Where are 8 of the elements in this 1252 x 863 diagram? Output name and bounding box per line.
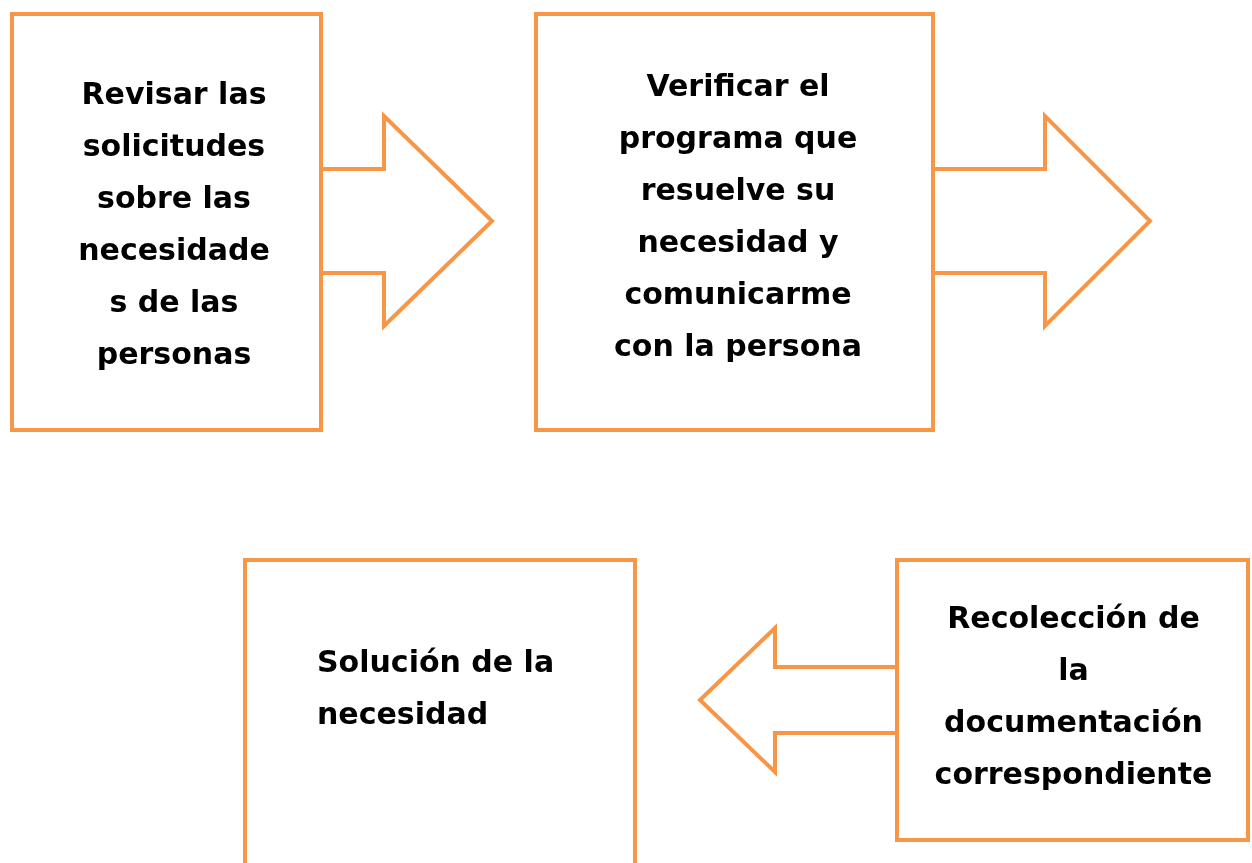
step-text: Solución de la necesidad bbox=[317, 643, 556, 733]
process-box bbox=[534, 12, 935, 432]
process-box bbox=[243, 558, 637, 863]
step-text: Recolección de la documentación correspondiente bbox=[933, 599, 1214, 793]
step-text: Revisar las solicitudes sobre las necesidades de las personas bbox=[77, 75, 271, 373]
process-box bbox=[10, 12, 323, 432]
step-text: Verificar el programa que resuelve su necesidad y comunicarme con la persona bbox=[613, 67, 863, 365]
process-box bbox=[895, 558, 1250, 842]
